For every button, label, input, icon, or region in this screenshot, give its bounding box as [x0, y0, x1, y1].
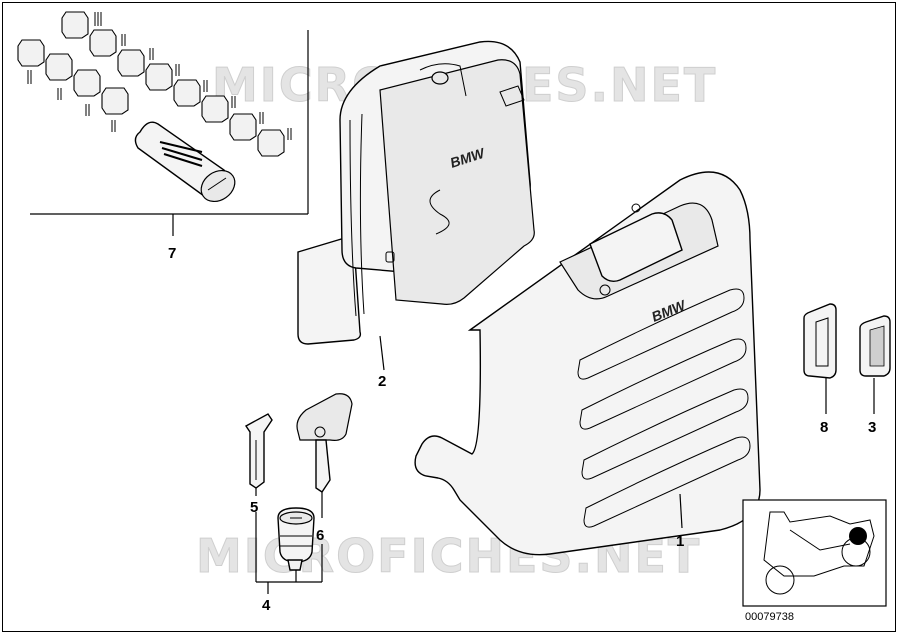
- callout-4: 4: [262, 597, 271, 614]
- callout-7: 7: [168, 245, 176, 262]
- callout-1: 1: [676, 533, 684, 550]
- locator-inset: 00079738: [742, 499, 887, 623]
- callout-2: 2: [378, 373, 386, 390]
- lock-plates-set: [17, 11, 285, 157]
- key-blank-part-5: [244, 413, 273, 489]
- reflector-part-8: [803, 303, 837, 379]
- callout-5: 5: [250, 499, 258, 516]
- callout-3: 3: [868, 419, 876, 436]
- reflector-part-3: [859, 315, 891, 377]
- leader-lines: [255, 335, 875, 594]
- springs-set: [27, 12, 292, 140]
- part-7-frame: [30, 30, 309, 236]
- lock-insert: [277, 507, 315, 571]
- callout-8: 8: [820, 419, 828, 436]
- key-part-6: [296, 393, 353, 493]
- lock-cylinder: [134, 121, 236, 203]
- inner-bag: BMW: [297, 40, 535, 345]
- reference-number: 00079738: [745, 611, 794, 623]
- side-case: BMW: [414, 171, 761, 556]
- locator-dot: [849, 527, 867, 545]
- callout-6: 6: [316, 527, 324, 544]
